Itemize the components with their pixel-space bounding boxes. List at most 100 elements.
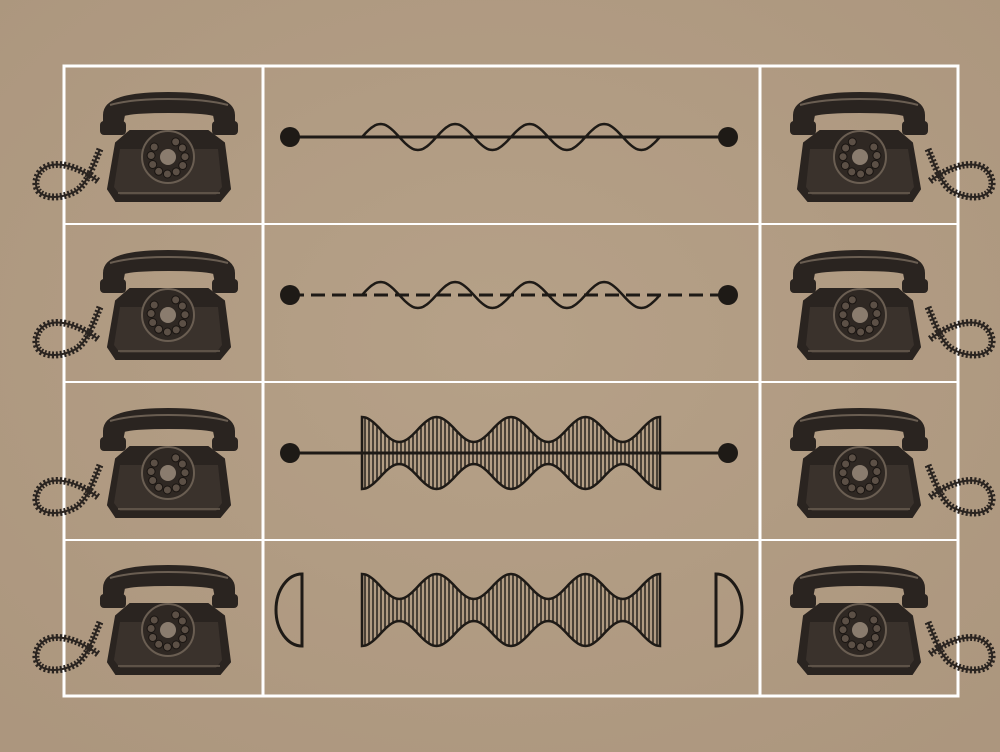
left-line-endpoint-dot [280,127,300,147]
dial-hole [871,634,879,642]
dial-hole [155,167,163,175]
dial-hole [873,468,881,476]
handset-earpiece [902,279,928,293]
dial-hole [870,459,878,467]
dial-hole [172,484,180,492]
dial-hole [172,168,180,176]
dial-hole [865,325,873,333]
dial-hole [848,168,856,176]
dial-hole [842,144,850,152]
dial-hole [839,153,847,161]
handset-mouthpiece [790,437,816,451]
dial-hole [865,167,873,175]
dial-hole [155,325,163,333]
dial-hole [871,161,879,169]
dial-center [160,307,176,323]
dial-hole [870,143,878,151]
dial-hole [871,319,879,327]
dial-hole [857,328,865,336]
dial-hole [147,310,155,318]
dial-hole [181,153,189,161]
dial-hole [841,635,849,643]
dial-hole [873,625,881,633]
dial-hole [172,454,180,462]
dial-center [160,149,176,165]
dial-hole [871,477,879,485]
dial-center [852,307,868,323]
dial-hole [870,301,878,309]
dial-center [852,465,868,481]
dial-hole [179,162,187,170]
dial-hole [179,320,187,328]
dial-hole [842,617,850,625]
right-line-endpoint-dot [718,127,738,147]
handset-mouthpiece [212,279,238,293]
dial-hole [873,152,881,160]
handset-mouthpiece [790,594,816,608]
dial-hole [857,170,865,178]
dial-hole [841,478,849,486]
dial-center [160,465,176,481]
dial-hole [147,468,155,476]
dial-hole [870,616,878,624]
dial-hole [839,626,847,634]
handset-earpiece [100,437,126,451]
dial-hole [172,138,180,146]
dial-hole [841,320,849,328]
dial-hole [150,301,158,309]
dial-hole [848,296,856,304]
dial-hole [842,460,850,468]
dial-hole [178,460,186,468]
dial-hole [179,635,187,643]
dial-hole [149,161,157,169]
dial-center [852,622,868,638]
dial-center [160,622,176,638]
dial-hole [155,640,163,648]
handset-earpiece [100,279,126,293]
dial-hole [150,459,158,467]
dial-hole [178,144,186,152]
dial-hole [147,152,155,160]
handset-mouthpiece [212,594,238,608]
dial-hole [857,643,865,651]
handset-mouthpiece [212,121,238,135]
dial-hole [149,319,157,327]
dial-hole [150,143,158,151]
dial-hole [172,641,180,649]
dial-hole [839,311,847,319]
dial-hole [848,326,856,334]
dial-hole [149,634,157,642]
dial-hole [181,311,189,319]
dial-hole [181,469,189,477]
dial-hole [848,138,856,146]
dial-hole [178,302,186,310]
dial-hole [873,310,881,318]
dial-hole [839,469,847,477]
dial-hole [848,641,856,649]
dial-hole [163,170,171,178]
handset-mouthpiece [790,121,816,135]
dial-hole [155,483,163,491]
dial-hole [848,611,856,619]
handset-mouthpiece [212,437,238,451]
dial-hole [147,625,155,633]
dial-center [852,149,868,165]
left-line-endpoint-dot [280,443,300,463]
dial-hole [841,162,849,170]
dial-hole [181,626,189,634]
left-line-endpoint-dot [280,285,300,305]
handset-earpiece [902,121,928,135]
handset-earpiece [902,437,928,451]
dial-hole [163,328,171,336]
dial-hole [172,296,180,304]
dial-hole [172,326,180,334]
dial-hole [842,302,850,310]
dial-hole [163,486,171,494]
dial-hole [179,478,187,486]
handset-mouthpiece [790,279,816,293]
handset-earpiece [902,594,928,608]
dial-hole [150,616,158,624]
dial-hole [163,643,171,651]
